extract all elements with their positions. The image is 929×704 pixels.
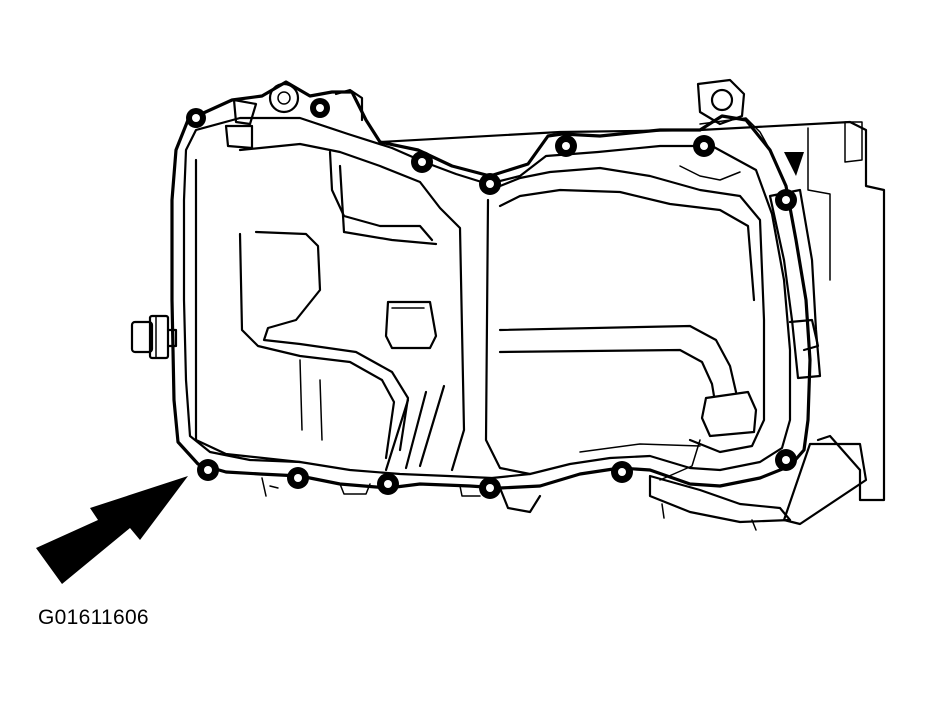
- bolt-icon: [775, 189, 797, 211]
- bottom-lugs: [261, 477, 542, 514]
- triangle-marker-icon: [784, 152, 804, 176]
- figure-id-label: G01611606: [38, 606, 149, 629]
- bolt-icon: [555, 135, 577, 157]
- bolt-icon: [693, 135, 715, 157]
- right-sump-detail: [484, 166, 766, 481]
- bolt-icon: [377, 473, 399, 495]
- bolt-icon: [310, 98, 330, 118]
- oil-pan-body: [170, 80, 812, 490]
- bolt-icon: [479, 173, 501, 195]
- arrow-icon: [36, 476, 188, 584]
- left-sump-detail: [194, 142, 466, 472]
- bolt-icon: [197, 459, 219, 481]
- bolt-icon: [611, 461, 633, 483]
- drain-plug: [130, 314, 178, 360]
- bolt-icon: [479, 477, 501, 499]
- mounting-boss: [224, 82, 364, 150]
- bolt-icon: [775, 449, 797, 471]
- pan-bolts: [186, 98, 797, 499]
- bolt-icon: [287, 467, 309, 489]
- bolt-icon: [186, 108, 206, 128]
- bolt-icon: [411, 151, 433, 173]
- side-bracket: [648, 78, 822, 531]
